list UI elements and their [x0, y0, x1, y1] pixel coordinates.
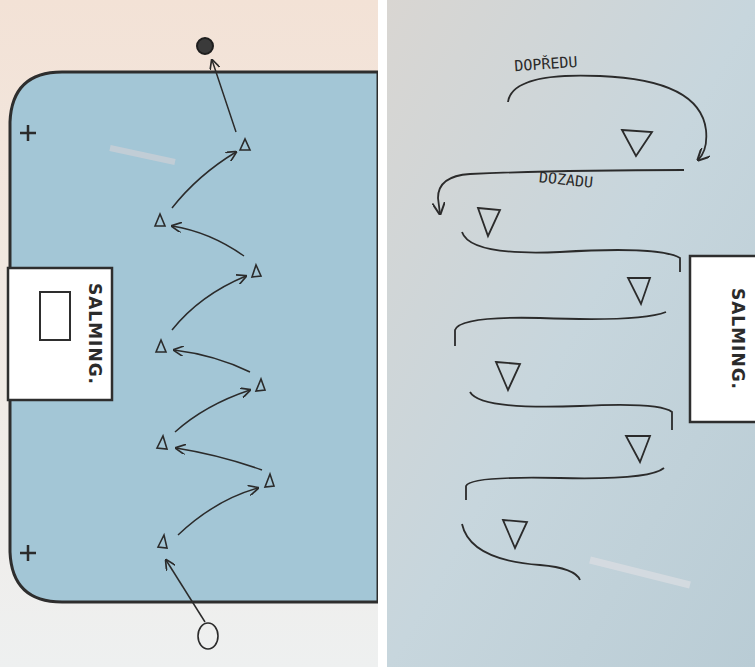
cone-group [478, 130, 652, 548]
path-arrow [508, 76, 706, 160]
logo-inner-box [40, 292, 70, 340]
photo-gap [378, 0, 387, 667]
photo-background [0, 0, 378, 667]
cone [252, 265, 261, 277]
logo-box [690, 256, 755, 422]
cone-group [155, 139, 274, 548]
player-start [198, 623, 218, 649]
run-arrow [175, 390, 250, 432]
cone [503, 520, 527, 548]
cone [622, 130, 652, 156]
cone [265, 474, 274, 487]
cone [626, 436, 650, 462]
glare-streak [110, 148, 175, 162]
run-arrow [172, 276, 246, 330]
cone [478, 208, 500, 236]
glare-streak [590, 560, 690, 585]
cone [158, 535, 167, 548]
path-curve [455, 312, 666, 346]
brand-logo-text: SALMING. [728, 288, 748, 390]
cone [156, 340, 166, 352]
faceoff-mark [20, 125, 36, 141]
run-arrow [166, 560, 205, 622]
cone [240, 139, 250, 150]
run-arrow [212, 60, 236, 132]
path-curve [462, 524, 580, 580]
skating-path [438, 76, 706, 580]
run-arrow [174, 350, 250, 372]
path-curve [462, 232, 680, 272]
run-arrow [178, 488, 258, 535]
path-curve [466, 468, 664, 500]
cone [256, 379, 265, 391]
cone [155, 214, 165, 226]
cone [157, 436, 167, 449]
run-arrows [166, 60, 262, 622]
run-arrow [172, 152, 236, 208]
faceoff-mark [20, 545, 36, 561]
run-arrow [176, 448, 262, 470]
cone [496, 362, 520, 390]
ball [197, 38, 213, 54]
path-curve [470, 392, 672, 430]
cone [628, 278, 650, 304]
run-arrow [172, 226, 244, 256]
brand-logo-text: SALMING. [85, 283, 105, 385]
logo-box [8, 268, 112, 400]
